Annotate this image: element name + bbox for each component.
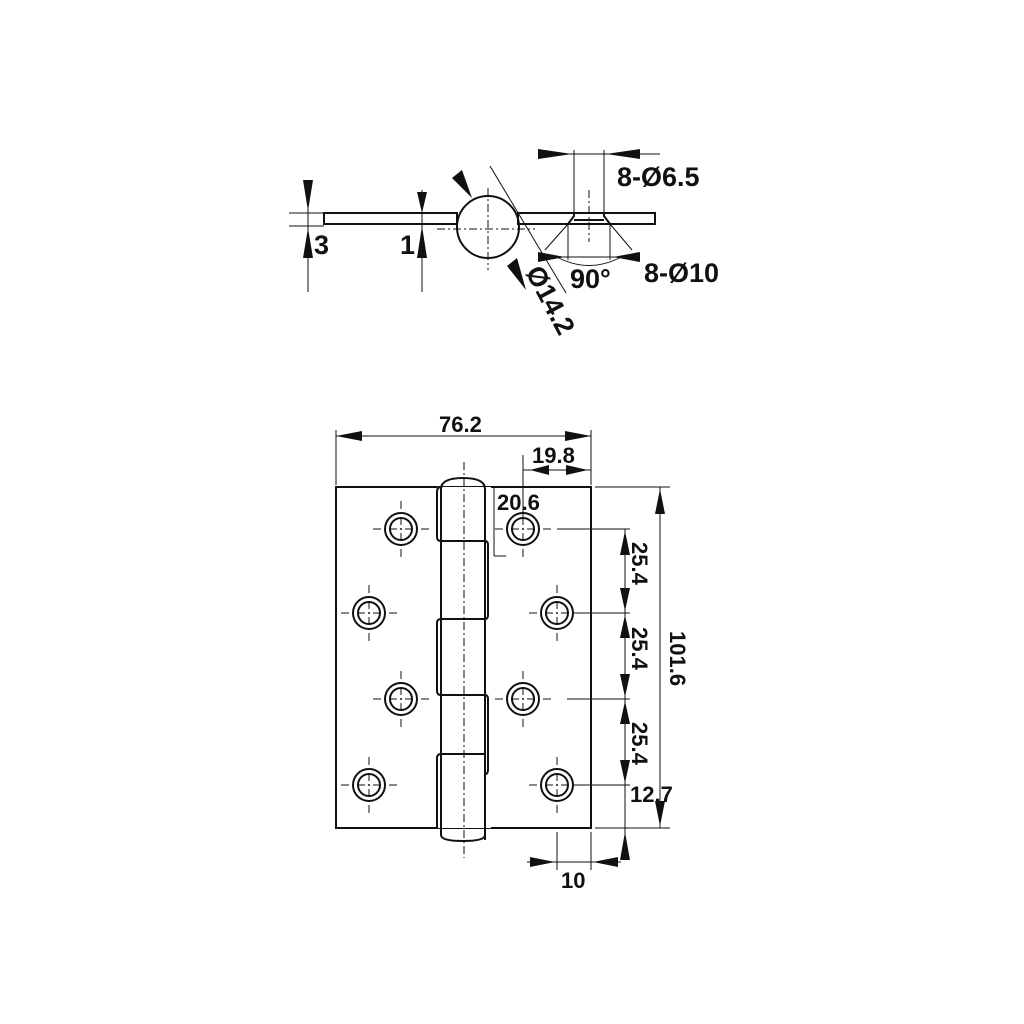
screw-hole: [341, 585, 397, 641]
edge-distance-label: 10: [561, 868, 585, 893]
end-offset-label: 12.7: [630, 782, 673, 807]
leaf-thickness-label: 1: [400, 230, 415, 260]
hole-pitch-label-2: 25.4: [627, 627, 652, 671]
knuckle-offset-label: 20.6: [497, 490, 540, 515]
hole-pitch-label-3: 25.4: [627, 722, 652, 766]
side-view: 8-Ø6.5 8-Ø10 90° 3 1 Ø14.2: [289, 149, 719, 340]
right-leaf-section: [517, 212, 656, 225]
height-label: 101.6: [665, 631, 690, 686]
thickness-label: 3: [314, 230, 329, 260]
hole-diameter-label: 8-Ø6.5: [617, 162, 700, 192]
hole-pitch-label-1: 25.4: [627, 542, 652, 586]
screw-hole: [495, 671, 551, 727]
width-label: 76.2: [439, 412, 482, 437]
screw-hole: [341, 757, 397, 813]
front-view: 76.2 19.8 20.6 101.6 25.4 25.4 25.4 1: [335, 412, 690, 893]
screw-holes: [341, 501, 585, 813]
countersink-angle-label: 90°: [570, 264, 611, 294]
hole-edge-offset-label: 19.8: [532, 443, 575, 468]
screw-hole: [373, 671, 429, 727]
countersink-diameter-label: 8-Ø10: [644, 258, 719, 288]
screw-hole: [373, 501, 429, 557]
left-leaf-section: [323, 212, 458, 225]
knuckle-barrel: [436, 462, 491, 858]
